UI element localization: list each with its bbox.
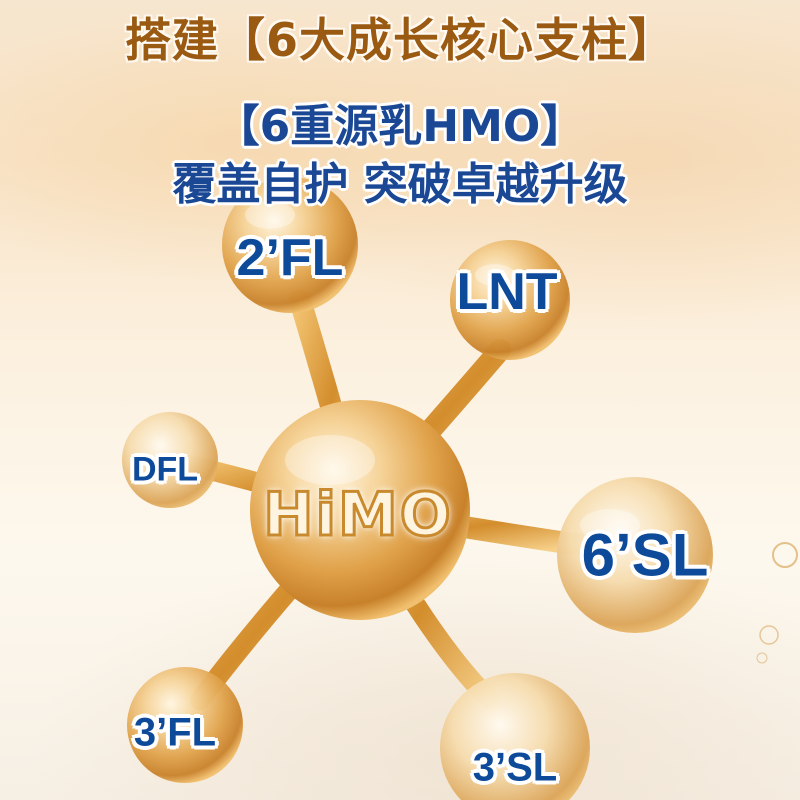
- node-label-3fl: 3’FL: [133, 710, 217, 755]
- node-label-3sl: 3’SL: [472, 745, 558, 790]
- node-label-6sl: 6’SL: [581, 521, 709, 589]
- sphere-hmo-center: [250, 400, 470, 620]
- page-title: 搭建【6大成长核心支柱】: [124, 13, 675, 67]
- bubble: [756, 652, 768, 664]
- sphere-3sl: [440, 673, 590, 800]
- node-label-2fl: 2’FL: [236, 229, 344, 287]
- node-label-dfl: DFL: [131, 450, 199, 489]
- sphere-dfl: [122, 412, 218, 508]
- center-logo-himo: HiMO: [262, 479, 453, 552]
- sphere-lnt: [450, 240, 570, 360]
- bubble: [772, 542, 798, 568]
- node-label-lnt: LNT: [456, 263, 558, 321]
- bubble: [759, 625, 779, 645]
- subtitle-line-1: 【6重源乳HMO】: [215, 101, 585, 152]
- sphere-3fl: [127, 667, 243, 783]
- subtitle-line-2: 覆盖自护 突破卓越升级: [172, 159, 628, 210]
- sphere-6sl: [557, 477, 713, 633]
- sphere-2fl: [222, 177, 358, 313]
